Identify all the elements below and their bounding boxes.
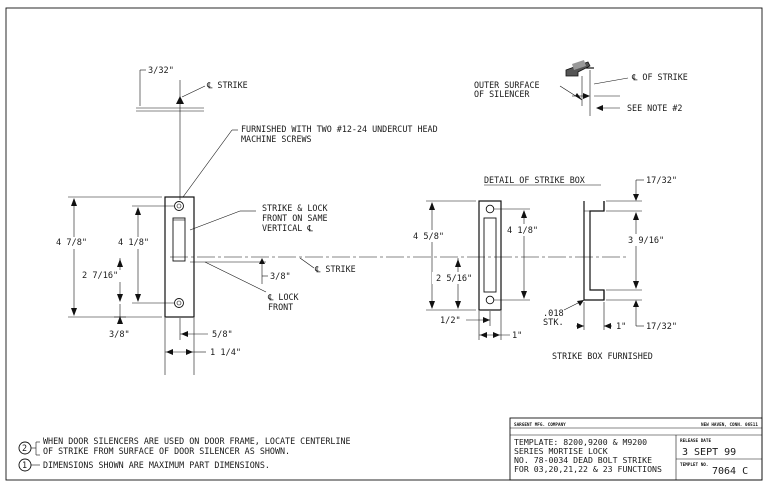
dim-018-line1: .018	[543, 309, 564, 319]
cl-strike-top-label: ℄ STRIKE	[206, 80, 248, 90]
dim-1-2-and-1: 1/2" 1"	[440, 311, 522, 341]
dim-3-32: 3/32"	[136, 66, 204, 112]
dim-3-8-mid-label: 3/8"	[270, 272, 291, 282]
see-note-2-label: SEE NOTE #2	[627, 103, 682, 113]
dim-5-8-and-1-1-4: 5/8" 1 1/4"	[164, 318, 241, 375]
screws-leader	[182, 129, 233, 198]
strike-box-plate	[478, 200, 502, 311]
cl-lock-line2: FRONT	[268, 302, 293, 312]
note2-number: 2	[22, 443, 27, 453]
detail-title: DETAIL OF STRIKE BOX	[484, 175, 585, 185]
dim-3-9-16-label: 3 9/16"	[628, 236, 664, 246]
dim-2-7-16: 2 7/16"	[80, 258, 126, 302]
dim-1-c: 1"	[576, 302, 626, 332]
dim-17-32-top-label: 17/32"	[646, 176, 677, 186]
dim-3-8-bot: 3/8"	[109, 304, 130, 340]
bottom-screw-hole	[174, 298, 184, 308]
note1-line1: DIMENSIONS SHOWN ARE MAXIMUM PART DIMENS…	[43, 460, 270, 470]
silencer-detail	[559, 60, 629, 116]
cl-lock-line1: ℄ LOCK	[267, 292, 300, 302]
dim-3-8-bot-label: 3/8"	[109, 330, 130, 340]
strike-lock-note-line3: VERTICAL ℄	[262, 223, 313, 233]
dim-4-1-8: 4 1/8"	[114, 205, 174, 304]
dim-4-7-8-label: 4 7/8"	[56, 238, 87, 248]
title-block: SARGENT MFG. COMPANY NEW HAVEN, CONN. 06…	[509, 417, 763, 481]
tb-company: SARGENT MFG. COMPANY	[514, 422, 566, 428]
dim-1-2-label: 1/2"	[440, 316, 461, 326]
dim-4-5-8: 4 5/8"	[410, 200, 476, 311]
dim-1-b-label: 1"	[512, 331, 522, 341]
dim-4-7-8: 4 7/8"	[52, 196, 162, 318]
dim-strike-box-heights: 17/32" 3 9/16" 17/32"	[606, 176, 677, 332]
top-screw-hole	[174, 201, 184, 211]
tb-release-date: 3 SEPT 99	[682, 447, 736, 458]
dim-17-32-bot-label: 17/32"	[646, 322, 677, 332]
dim-018-line2: STK.	[543, 318, 564, 328]
outer-surface-line1: OUTER SURFACE	[474, 80, 540, 90]
dim-3-8-mid: 3/8"	[190, 258, 291, 284]
dim-5-8-label: 5/8"	[212, 330, 233, 340]
screws-note-line2: MACHINE SCREWS	[241, 134, 312, 144]
note2-line2: OF STRIKE FROM SURFACE OF DOOR SILENCER …	[43, 446, 290, 456]
note1-number: 1	[22, 460, 27, 470]
dim-4-5-8-label: 4 5/8"	[413, 232, 444, 242]
strike-lock-note-line2: FRONT ON SAME	[262, 213, 328, 223]
note2-line1: WHEN DOOR SILENCERS ARE USED ON DOOR FRA…	[43, 436, 351, 446]
tb-line4: FOR 03,20,21,22 & 23 FUNCTIONS	[514, 464, 662, 474]
sheet-border	[5, 7, 763, 481]
dim-3-32-label: 3/32"	[148, 66, 174, 76]
dim-4-1-8-b: 4 1/8"	[494, 208, 548, 301]
tb-templet-label: TEMPLET NO.	[680, 462, 708, 468]
screws-note-line1: FURNISHED WITH TWO #12-24 UNDERCUT HEAD	[241, 124, 438, 134]
cl-of-strike-label: ℄ OF STRIKE	[631, 72, 688, 82]
tb-location: NEW HAVEN, CONN. 06511	[701, 422, 758, 428]
dim-2-7-16-label: 2 7/16"	[82, 271, 118, 281]
dim-1-c-label: 1"	[616, 322, 626, 332]
tb-release-label: RELEASE DATE	[680, 438, 711, 444]
general-notes: 2 WHEN DOOR SILENCERS ARE USED ON DOOR F…	[18, 436, 351, 472]
outer-surface-line2: OF SILENCER	[474, 89, 530, 99]
strike-box-profile	[583, 201, 605, 301]
dim-4-1-8-label: 4 1/8"	[118, 238, 149, 248]
tb-line1: TEMPLATE: 8200,9200 & M9200	[514, 437, 647, 447]
strike-lock-note-line1: STRIKE & LOCK	[262, 203, 329, 213]
dim-2-5-16-label: 2 5/16"	[436, 274, 472, 284]
dim-1-1-4-label: 1 1/4"	[210, 348, 241, 358]
dim-4-1-8-b-label: 4 1/8"	[507, 226, 538, 236]
tb-line2: SERIES MORTISE LOCK	[514, 446, 608, 456]
tb-templet-no: 7064 C	[712, 466, 748, 477]
dim-2-5-16: 2 5/16"	[432, 258, 478, 309]
bolt-opening	[172, 217, 186, 262]
strike-front-view	[164, 80, 195, 318]
cl-strike-mid-label: ℄ STRIKE	[314, 264, 356, 274]
strike-box-furnished-label: STRIKE BOX FURNISHED	[552, 351, 653, 361]
tb-line3: NO. 78-0034 DEAD BOLT STRIKE	[514, 455, 652, 465]
